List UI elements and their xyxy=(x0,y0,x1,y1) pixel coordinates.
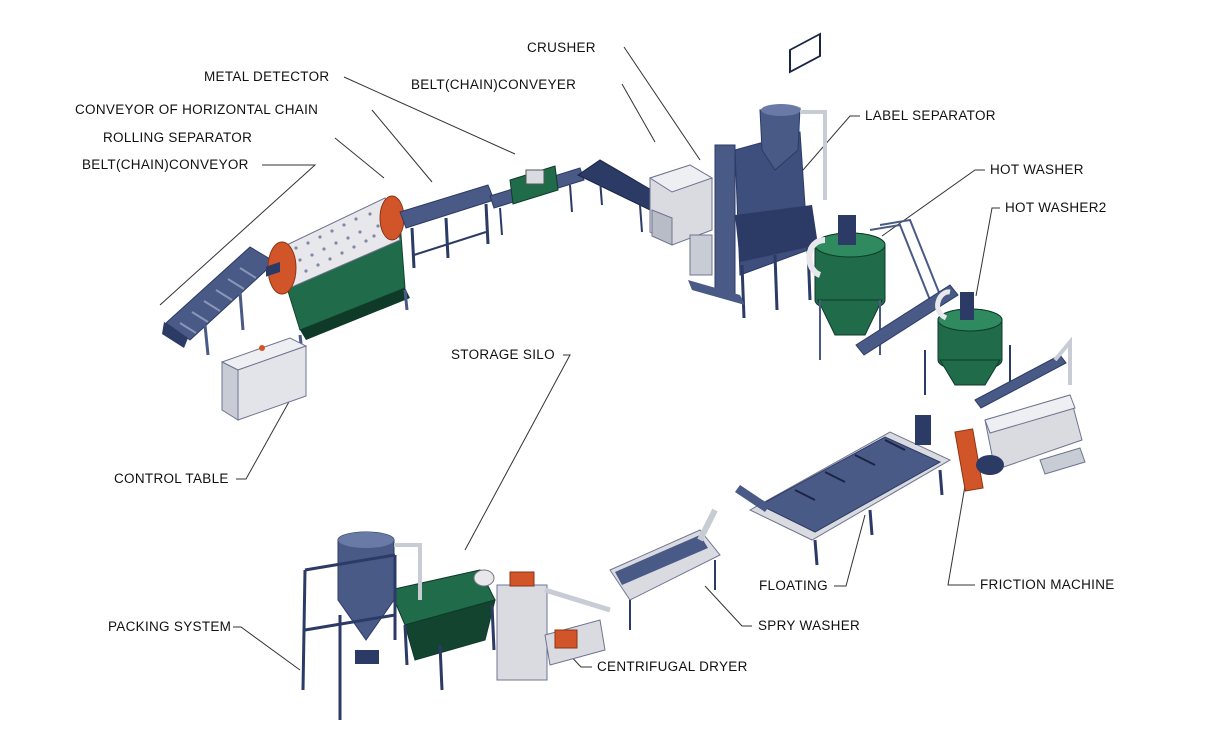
belt-conveyor-machine xyxy=(162,246,276,356)
label-centrifugal-dryer: CENTRIFUGAL DRYER xyxy=(597,659,748,674)
leader-spry-washer xyxy=(704,585,752,627)
leader-rolling-separator xyxy=(334,137,385,179)
leader-label-separator xyxy=(789,115,860,186)
leader-friction-machine xyxy=(947,444,975,586)
floating-tank-machine xyxy=(735,32,952,566)
leader-crusher xyxy=(623,46,701,161)
label-packing-system: PACKING SYSTEM xyxy=(108,619,232,634)
friction-machine xyxy=(954,394,1086,492)
label-floating: FLOATING xyxy=(759,578,828,593)
leader-belt-chain-conveyer xyxy=(621,83,656,143)
rolling-separator-machine xyxy=(267,195,410,353)
spray-washer-machine xyxy=(609,508,721,630)
label-label-separator: LABEL SEPARATOR xyxy=(865,108,996,123)
leader-metal-detector xyxy=(343,76,516,155)
label-spry-washer: SPRY WASHER xyxy=(758,618,861,633)
metal-detector-machine xyxy=(489,165,585,236)
label-crusher: CRUSHER xyxy=(527,40,596,55)
leader-storage-silo xyxy=(464,354,571,551)
label-metal-detector: METAL DETECTOR xyxy=(204,69,330,84)
leader-control-table xyxy=(236,399,291,480)
crusher-machine xyxy=(648,164,714,276)
leader-lines xyxy=(159,46,1000,671)
storage-silo-machine xyxy=(389,569,496,691)
label-belt-chain-conveyer: BELT(CHAIN)CONVEYER xyxy=(411,77,577,92)
belt-conveyer-machine xyxy=(577,159,661,233)
centrifugal-dryer-machine xyxy=(496,571,611,681)
leader-floating xyxy=(834,514,866,587)
label-friction-machine: FRICTION MACHINE xyxy=(980,577,1115,592)
label-storage-silo: STORAGE SILO xyxy=(451,347,555,362)
label-hot-washer2: HOT WASHER2 xyxy=(1005,200,1107,215)
control-table-machine xyxy=(220,262,308,421)
label-rolling-separator: ROLLING SEPARATOR xyxy=(103,130,253,145)
leader-belt-chain-conveyor xyxy=(159,164,317,306)
hot-washer2-machine xyxy=(924,289,1072,409)
hot-washer-machine xyxy=(806,215,959,360)
leader-conveyor-horizontal-chain xyxy=(371,109,433,183)
horizontal-chain-conveyor-machine xyxy=(399,184,495,269)
label-conveyor-horizontal-chain: CONVEYOR OF HORIZONTAL CHAIN xyxy=(75,102,319,117)
packing-system-machine xyxy=(301,531,422,720)
label-belt-chain-conveyor: BELT(CHAIN)CONVEYOR xyxy=(82,157,249,172)
leader-hot-washer xyxy=(881,169,985,237)
label-hot-washer: HOT WASHER xyxy=(990,162,1084,177)
leader-packing-system xyxy=(233,626,301,671)
leader-hot-washer2 xyxy=(975,207,1000,297)
label-control-table: CONTROL TABLE xyxy=(114,471,229,486)
